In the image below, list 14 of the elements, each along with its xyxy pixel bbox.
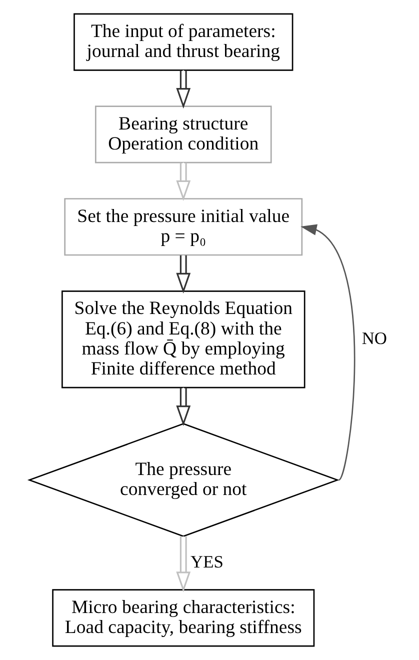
arrow [176, 255, 191, 294]
node-box: Set the pressure initial value p = p₀ [64, 198, 303, 256]
node-box: Solve the Reynolds Equation Eq.(6) and Eq.(8) with the mass flow Q̄ by employing Finite difference method [62, 290, 306, 388]
edge-label: YES [190, 552, 224, 572]
arrow [176, 388, 191, 426]
node-box: Bearing structure Operation condition [94, 106, 272, 164]
arrow [176, 70, 191, 109]
node-box: Micro bearing characteristics: Load capacity, bearing stiffness [52, 589, 315, 647]
arrow [300, 224, 356, 480]
edge-label: NO [362, 328, 387, 348]
arrow [176, 536, 191, 592]
node-box: The input of parameters: journal and thrust bearing [74, 13, 294, 71]
node-diamond: The pressure converged or not [27, 423, 340, 537]
arrow [176, 162, 191, 202]
